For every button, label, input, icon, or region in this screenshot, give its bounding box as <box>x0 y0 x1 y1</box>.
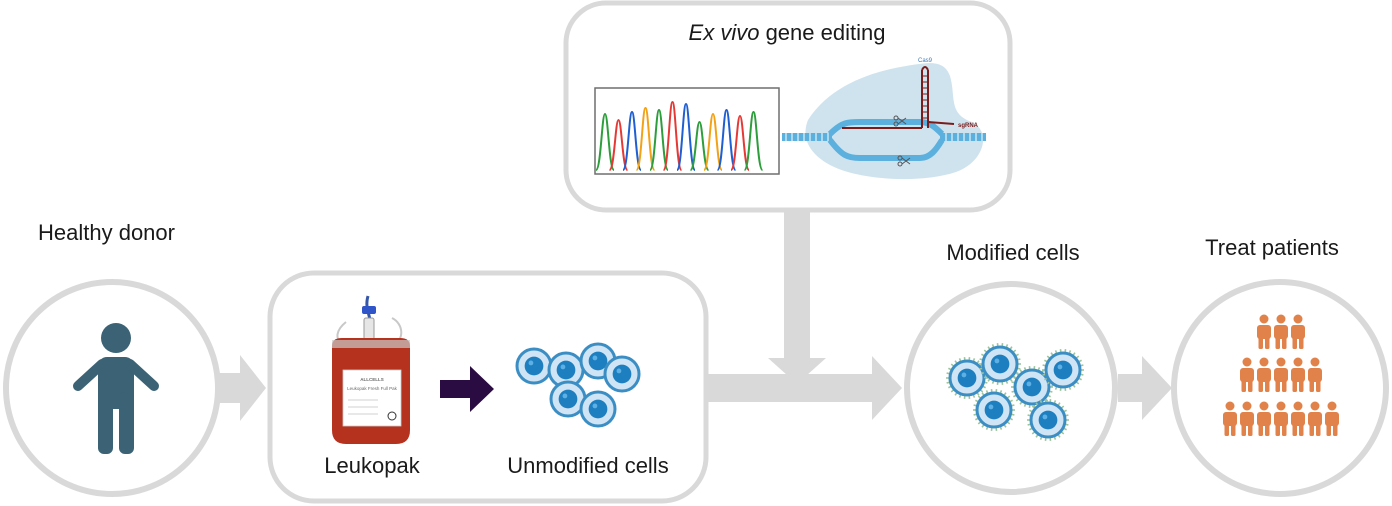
patient-figure <box>1274 314 1288 349</box>
chromatogram-peak <box>608 118 629 171</box>
treat-patients-label: Treat patients <box>1205 235 1339 260</box>
patient-figure <box>1223 401 1237 436</box>
patient-figure <box>1308 401 1322 436</box>
patient-figure <box>1257 401 1271 436</box>
cell-icon <box>1027 399 1069 441</box>
chromatogram-peak <box>730 114 750 171</box>
patient-figure <box>1240 401 1254 436</box>
patient-figure <box>1240 357 1254 392</box>
leukopak-bag-icon: ALLCELLS Leukopak Fresh Full Pak <box>332 295 410 444</box>
crispr-cas9-icon: Cas9 sgRNA <box>782 58 986 180</box>
chromatogram-peak <box>716 108 737 171</box>
chromatogram-peak <box>622 110 642 171</box>
cell-icon <box>549 380 587 418</box>
unmodified-cells-cluster <box>515 342 641 428</box>
patient-figure <box>1291 314 1305 349</box>
cell-icon <box>603 355 641 393</box>
leukopak-label: Leukopak <box>324 453 420 478</box>
patient-figure <box>1325 401 1339 436</box>
patient-figure <box>1257 357 1271 392</box>
modified-cells-circle <box>904 281 1118 495</box>
patient-figure <box>1291 401 1305 436</box>
chromatogram-peak <box>595 112 615 171</box>
arrow-donor-to-leukopak <box>212 355 266 421</box>
arrow-modified-to-patients <box>1118 356 1172 420</box>
scissors-icon <box>893 115 911 167</box>
modified-cells-label: Modified cells <box>946 240 1080 265</box>
chromatogram-peak <box>689 120 710 171</box>
cell-icon <box>1011 366 1053 408</box>
arrow-from-gene-editing <box>768 210 826 384</box>
unmodified-cells-label: Unmodified cells <box>507 453 669 478</box>
gene-editing-title: Ex vivo gene editing <box>689 20 886 46</box>
processing-arrow-icon <box>440 366 494 412</box>
cell-icon <box>579 390 617 428</box>
cell-icon <box>946 357 988 399</box>
patients-icon <box>1223 314 1339 436</box>
cell-icon <box>973 389 1015 431</box>
person-icon <box>73 323 159 454</box>
sgrna-label: sgRNA <box>958 123 979 129</box>
chromatogram-peak <box>743 110 764 171</box>
modified-cells-cluster <box>946 343 1084 441</box>
arrow-to-modified-cells <box>706 356 902 420</box>
cas9-label: Cas9 <box>918 58 933 64</box>
cell-icon <box>1042 349 1084 391</box>
chromatogram-peak <box>662 100 683 171</box>
gene-editing-title-italic: Ex vivo <box>688 20 760 45</box>
cell-icon <box>515 347 553 385</box>
patient-figure <box>1257 314 1271 349</box>
chromatogram-peak <box>703 112 723 171</box>
gene-editing-title-rest: gene editing <box>759 20 886 45</box>
bag-brand-text: ALLCELLS <box>360 377 384 382</box>
patient-figure <box>1274 401 1288 436</box>
patient-figure <box>1291 357 1305 392</box>
chromatogram-peak <box>676 102 696 171</box>
cell-icon <box>979 343 1021 385</box>
chromatogram-peak <box>649 108 669 171</box>
bag-product-text: Leukopak Fresh Full Pak <box>347 386 398 391</box>
chromatogram-icon <box>595 100 764 171</box>
patient-figure <box>1274 357 1288 392</box>
healthy-donor-label: Healthy donor <box>38 220 175 245</box>
patient-figure <box>1308 357 1322 392</box>
chromatogram-peak <box>635 106 656 171</box>
